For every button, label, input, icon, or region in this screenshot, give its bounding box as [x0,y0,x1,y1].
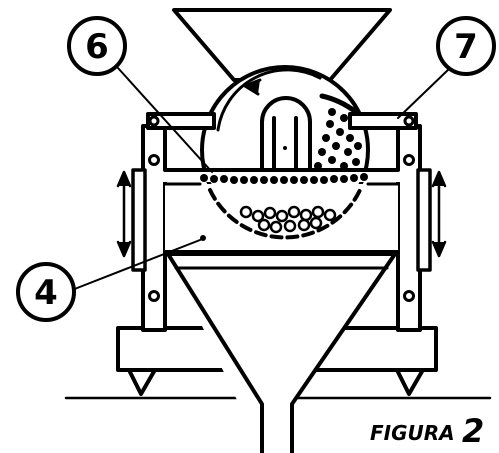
callout-7-circle [436,16,496,76]
right-adjust-arrow [431,170,447,258]
left-post-bolt-2 [148,290,160,302]
falling-grains-open [239,205,337,234]
spool-hub [283,146,287,150]
right-foot [394,366,426,396]
right-post-bolt-2 [403,290,415,302]
figure-caption-number: 2 [462,412,484,450]
callout-4-circle [16,262,76,322]
leader-line-7 [397,67,451,119]
concave-grain-row [200,173,368,184]
left-post-bolt-1 [148,154,160,166]
callout-6-label: 6 [85,27,109,67]
left-bracket-bolt [148,115,160,127]
leader-line-4 [71,239,201,291]
callout-4-label: 4 [34,273,58,313]
collection-funnel [166,252,397,453]
left-foot [126,366,158,396]
figure-caption-word: FIGURA [370,421,455,445]
leader-line-6 [117,67,213,173]
right-bracket-bolt [403,115,415,127]
center-spool [260,96,312,180]
lower-screen-arc [208,188,362,240]
right-post-bolt-1 [403,154,415,166]
rotation-arrow [216,68,322,132]
callout-6-circle [67,16,127,76]
callout-7-label: 7 [454,27,478,67]
leader-dot-4 [200,235,206,241]
right-guide-plate [416,168,432,272]
left-guide-plate [131,168,147,272]
left-adjust-arrow [116,170,132,258]
rotation-arrowhead [243,78,262,96]
left-bracket-arm [146,112,216,130]
